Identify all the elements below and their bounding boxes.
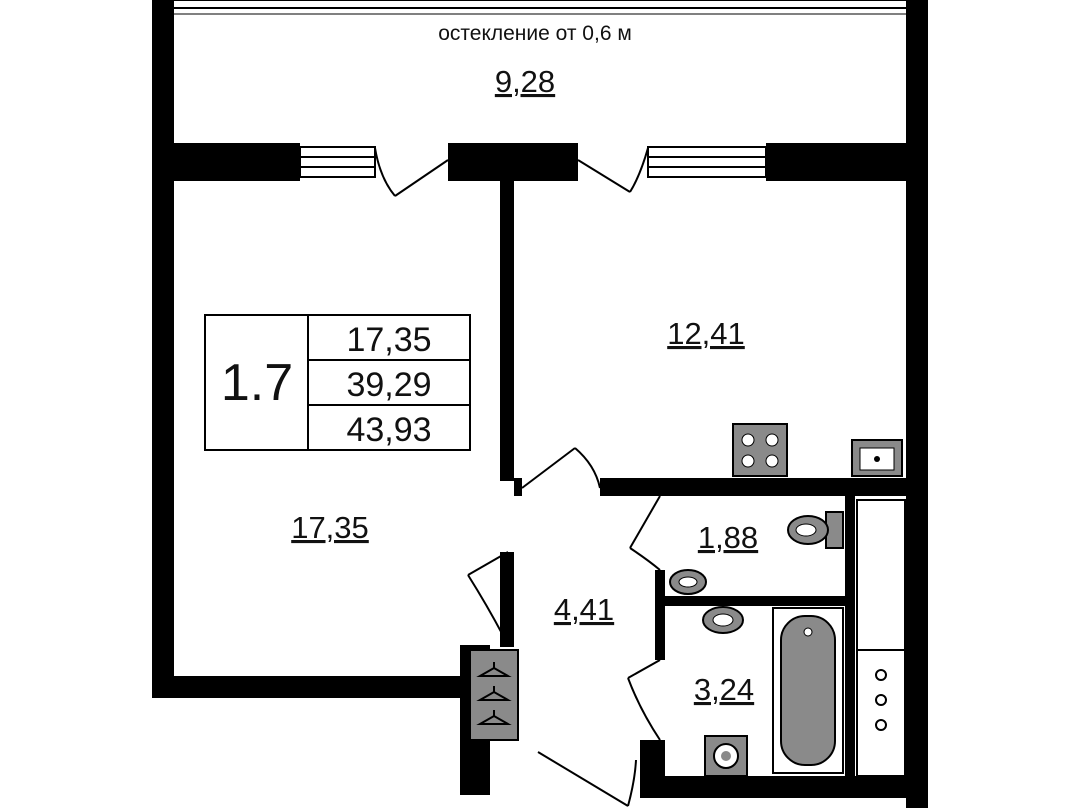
door-left-room	[467, 551, 509, 646]
balcony-wall-left	[152, 0, 174, 145]
room-left-area-label: 17,35	[291, 510, 369, 545]
window-left	[299, 146, 376, 178]
washbasin-icon	[669, 569, 707, 595]
stove-icon	[732, 423, 788, 477]
hall-area-label: 4,41	[554, 592, 614, 627]
bathroom-area-label: 3,24	[694, 672, 754, 707]
balcony-wall-right	[906, 0, 928, 145]
toilet-icon	[787, 511, 844, 549]
hanger-icon	[476, 662, 512, 725]
door-toilet	[629, 495, 661, 571]
door-entrance	[537, 751, 637, 807]
window-right	[647, 146, 767, 178]
door-bathroom	[627, 659, 661, 741]
sink-icon	[851, 439, 903, 477]
balcony-glazing-caption: остекление от 0,6 м	[438, 22, 632, 45]
balcony: остекление от 0,6 м 9,28	[152, 0, 928, 145]
balcony-area-label: 9,28	[495, 64, 555, 99]
balcony-door-right	[577, 147, 649, 193]
balcony-door-left	[374, 147, 449, 197]
room-right-area-label: 12,41	[667, 316, 745, 351]
total-area-value: 39,29	[346, 366, 431, 404]
living-area-value: 17,35	[346, 321, 431, 359]
bathtub-icon	[772, 607, 844, 774]
total-area-balcony-value: 43,93	[346, 411, 431, 449]
apartment-id: 1.7	[221, 354, 293, 412]
summary-table: 1.7 17,35 39,29 43,93	[204, 314, 471, 451]
interior-walls	[500, 181, 906, 780]
washing-machine-icon	[704, 735, 748, 777]
wardrobe	[469, 649, 519, 741]
washbasin-icon	[702, 606, 744, 634]
door-kitchen	[521, 447, 601, 489]
cabinet-icon	[856, 499, 906, 777]
toilet-area-label: 1,88	[698, 520, 758, 555]
